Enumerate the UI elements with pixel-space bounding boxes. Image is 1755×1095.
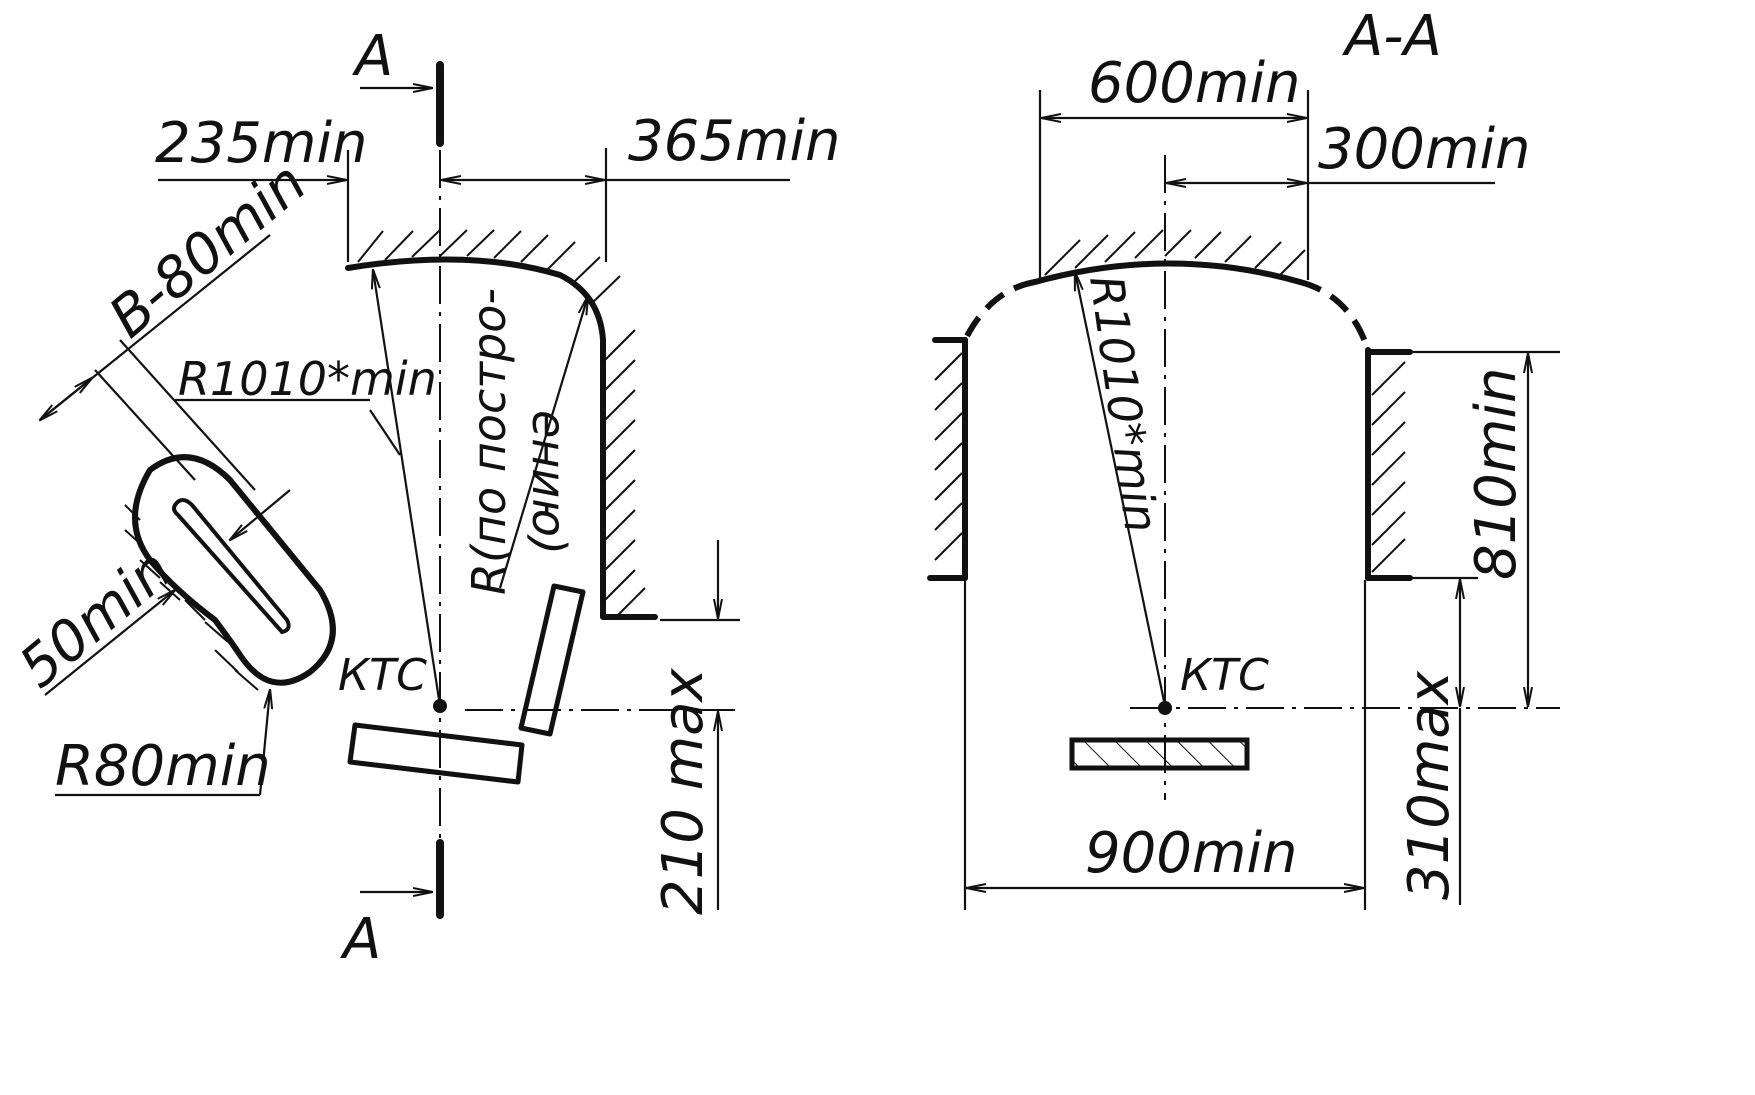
dim-810: 810min [1464, 368, 1529, 581]
arm-outline [132, 454, 336, 686]
leader-r1010 [369, 409, 401, 456]
ceiling-dashed-right [1299, 279, 1371, 351]
ceiling-dashed-left [962, 279, 1036, 342]
label-r-construction-2: ению) [522, 410, 576, 555]
ktc-point-left [433, 699, 447, 713]
ext-line-b80-b [94, 369, 196, 481]
arm-outline-group: B-80min 50min R80min [7, 150, 336, 799]
section-mark-top: A [352, 24, 393, 89]
dim-210: 210 max [651, 667, 716, 915]
dim-line-50-upper [230, 489, 291, 540]
wall-right-hatching [1371, 361, 1406, 573]
radius-line-r1010-right [1075, 272, 1167, 707]
wall-hatching [604, 329, 646, 616]
dim-235: 235min [155, 111, 368, 176]
ceiling-arc-right [1032, 260, 1303, 285]
seat-rect-vertical [518, 583, 586, 737]
dim-r80: R80min [55, 734, 271, 799]
ceiling-hatching-right [1044, 229, 1306, 276]
dim-line-b80-arrow2 [39, 378, 92, 421]
leader-r80 [258, 690, 270, 796]
arm-slot [172, 498, 291, 635]
label-r-construction-1: R(по постро- [462, 288, 516, 595]
dim-line-50 [44, 590, 175, 696]
dim-600: 600min [1088, 51, 1301, 116]
label-ktc-right: КТС [1180, 650, 1269, 701]
dim-310: 310max [1397, 670, 1462, 900]
seat-rect-horizontal [347, 722, 525, 785]
section-title: A-A [1342, 4, 1442, 69]
wall-left-hatching [934, 352, 963, 561]
dim-900: 900min [1085, 821, 1298, 886]
right-view: A-A [927, 4, 1560, 910]
leader-r-construction [498, 296, 588, 589]
radius-line-r1010 [373, 270, 442, 707]
label-ktc-left: КТС [338, 650, 427, 701]
dim-300: 300min [1318, 117, 1531, 182]
dim-50: 50min [7, 537, 184, 700]
dim-365: 365min [628, 109, 841, 174]
dim-r1010-left: R1010*min [178, 352, 437, 406]
left-view: A A [7, 24, 840, 972]
ceiling-contour [345, 256, 658, 620]
seat-bar-right [1069, 737, 1250, 771]
ext-line-b80-a [119, 339, 256, 491]
section-mark-bottom: A [340, 907, 381, 972]
ceiling-hatching [357, 229, 621, 306]
dim-r1010-right: R1010*min [1079, 272, 1168, 536]
